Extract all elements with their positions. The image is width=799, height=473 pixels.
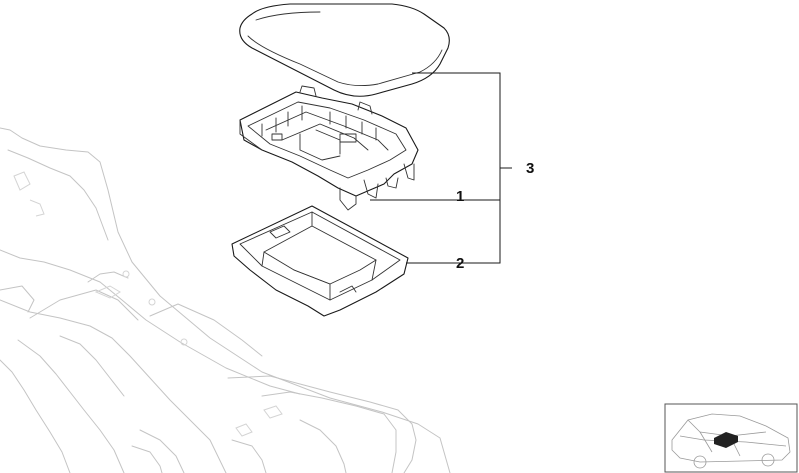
center-console-outline <box>0 127 451 473</box>
storage-tray <box>231 205 409 317</box>
leader-bracket-3 <box>406 72 501 264</box>
vehicle-locator-thumbnail <box>664 403 798 473</box>
callout-1: 1 <box>456 188 464 205</box>
armrest-cushion <box>239 3 450 97</box>
callout-3: 3 <box>526 160 534 177</box>
callout-2: 2 <box>456 255 464 272</box>
leader-lines <box>370 72 512 264</box>
location-marker <box>714 432 738 448</box>
armrest-frame <box>239 85 419 211</box>
car-outline <box>671 413 791 463</box>
